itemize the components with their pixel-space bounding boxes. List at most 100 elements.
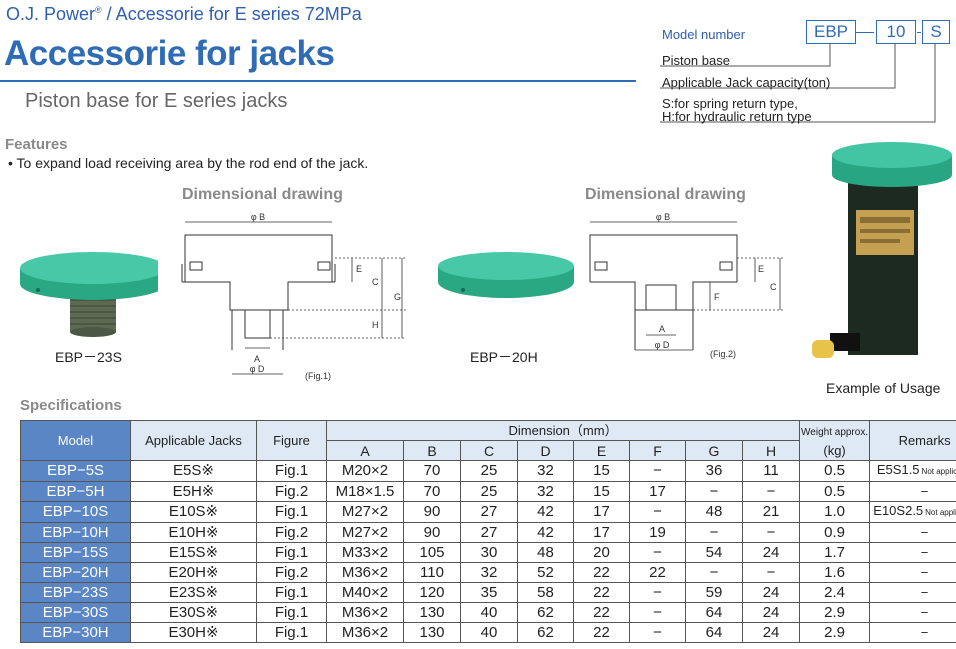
- cell-w: 1.7: [799, 542, 871, 563]
- cell-f: 19: [629, 522, 686, 543]
- cell-e: 17: [573, 501, 630, 523]
- remarks-value: E5S1.5: [876, 462, 920, 477]
- page-title: Accessorie for jacks: [4, 34, 335, 73]
- cell-f: 22: [629, 562, 686, 583]
- cell-d: 62: [517, 602, 574, 623]
- remarks-value: −: [920, 544, 929, 560]
- cell-d: 32: [517, 481, 574, 502]
- cell-jack: E23S※: [130, 582, 257, 603]
- cell-b: 130: [403, 602, 461, 623]
- model-code-dash-2: [917, 32, 921, 33]
- header-dim-g: G: [685, 440, 743, 461]
- dim-label-a: A: [659, 324, 665, 334]
- cell-a: M18×1.5: [326, 481, 404, 502]
- header-dim-d: D: [517, 440, 574, 461]
- cell-g: 59: [685, 582, 743, 603]
- cell-c: 27: [460, 501, 518, 523]
- cell-model: EBP−23S: [20, 582, 131, 603]
- dim-label-c: C: [372, 277, 379, 287]
- cell-f: −: [629, 501, 686, 523]
- remarks-note: Not applicable: [921, 467, 956, 476]
- features-text: • To expand load receiving area by the r…: [8, 155, 369, 171]
- dim-label-g: G: [394, 292, 401, 302]
- features-heading: Features: [5, 136, 68, 153]
- cell-e: 15: [573, 460, 630, 482]
- cell-g: 48: [685, 501, 743, 523]
- cell-b: 105: [403, 542, 461, 563]
- cell-w: 1.6: [799, 562, 871, 583]
- header-model: Model: [20, 420, 131, 461]
- usage-caption: Example of Usage: [826, 380, 941, 396]
- cell-fig: Fig.2: [256, 522, 327, 543]
- cell-h: −: [741, 522, 801, 543]
- cell-d: 32: [517, 460, 574, 482]
- header-dim-a: A: [326, 440, 404, 461]
- drawing-heading-fig1: Dimensional drawing: [182, 186, 343, 203]
- cell-model: EBP−10H: [20, 522, 131, 543]
- cell-c: 25: [460, 481, 518, 502]
- registered-mark: ®: [95, 5, 102, 15]
- cell-remarks: −: [869, 562, 956, 583]
- model-number-leaders: [660, 43, 936, 123]
- cell-a: M40×2: [326, 582, 404, 603]
- cell-jack: E5S※: [130, 460, 257, 482]
- cell-g: −: [685, 522, 743, 543]
- cell-model: EBP−5H: [20, 481, 131, 502]
- cell-remarks: −: [869, 602, 956, 623]
- remarks-value: −: [920, 624, 929, 640]
- remarks-value: −: [920, 564, 929, 580]
- header-jacks: Applicable Jacks: [130, 420, 257, 461]
- cell-a: M20×2: [326, 460, 404, 482]
- product-label-ebp-23s: EBP－23S: [55, 349, 122, 365]
- cell-model: EBP−5S: [20, 460, 131, 482]
- cell-w: 2.4: [799, 582, 871, 603]
- cell-model: EBP−15S: [20, 542, 131, 563]
- cell-b: 110: [403, 562, 461, 583]
- dimensional-drawing-fig2: φ B A φ D E F C (Fig.2): [589, 212, 784, 359]
- cell-c: 25: [460, 460, 518, 482]
- header-dim-f: F: [629, 440, 686, 461]
- dim-label-h: H: [372, 320, 379, 330]
- title-divider: [0, 80, 636, 82]
- cell-jack: E10H※: [130, 522, 257, 543]
- dim-label-c: C: [770, 282, 777, 292]
- header-dimension: Dimension（mm）: [325, 420, 801, 441]
- product-label-ebp-20h: EBP－20H: [470, 349, 538, 365]
- cell-jack: E30H※: [130, 622, 257, 643]
- cell-fig: Fig.1: [256, 582, 327, 603]
- cell-fig: Fig.1: [256, 460, 327, 482]
- cell-remarks: −: [869, 582, 956, 603]
- cell-jack: E5H※: [130, 481, 257, 502]
- cell-fig: Fig.1: [256, 542, 327, 563]
- cell-a: M27×2: [326, 501, 404, 523]
- cell-d: 42: [517, 522, 574, 543]
- remarks-value: −: [920, 483, 929, 499]
- cell-b: 70: [403, 481, 461, 502]
- header-remarks: Remarks: [869, 420, 956, 461]
- cell-remarks: −: [869, 622, 956, 643]
- cell-c: 35: [460, 582, 518, 603]
- cell-remarks: −: [869, 542, 956, 563]
- model-desc-capacity: Applicable Jack capacity(ton): [662, 75, 831, 90]
- cell-b: 70: [403, 460, 461, 482]
- dim-label-d: φ D: [250, 364, 265, 374]
- cell-c: 40: [460, 602, 518, 623]
- brand-tail: / Accessorie for E series 72MPa: [101, 4, 362, 24]
- product-photo-ebp-23s: [20, 252, 158, 337]
- cell-b: 90: [403, 522, 461, 543]
- cell-g: 64: [685, 622, 743, 643]
- cell-c: 30: [460, 542, 518, 563]
- cell-a: M27×2: [326, 522, 404, 543]
- remarks-value: −: [920, 584, 929, 600]
- cell-c: 40: [460, 622, 518, 643]
- figure-caption-fig2: (Fig.2): [710, 349, 736, 359]
- specifications-table: Model Applicable Jacks Figure Dimension（…: [20, 420, 956, 643]
- model-code-dash: [856, 32, 874, 33]
- brand-name: O.J. Power: [6, 4, 96, 24]
